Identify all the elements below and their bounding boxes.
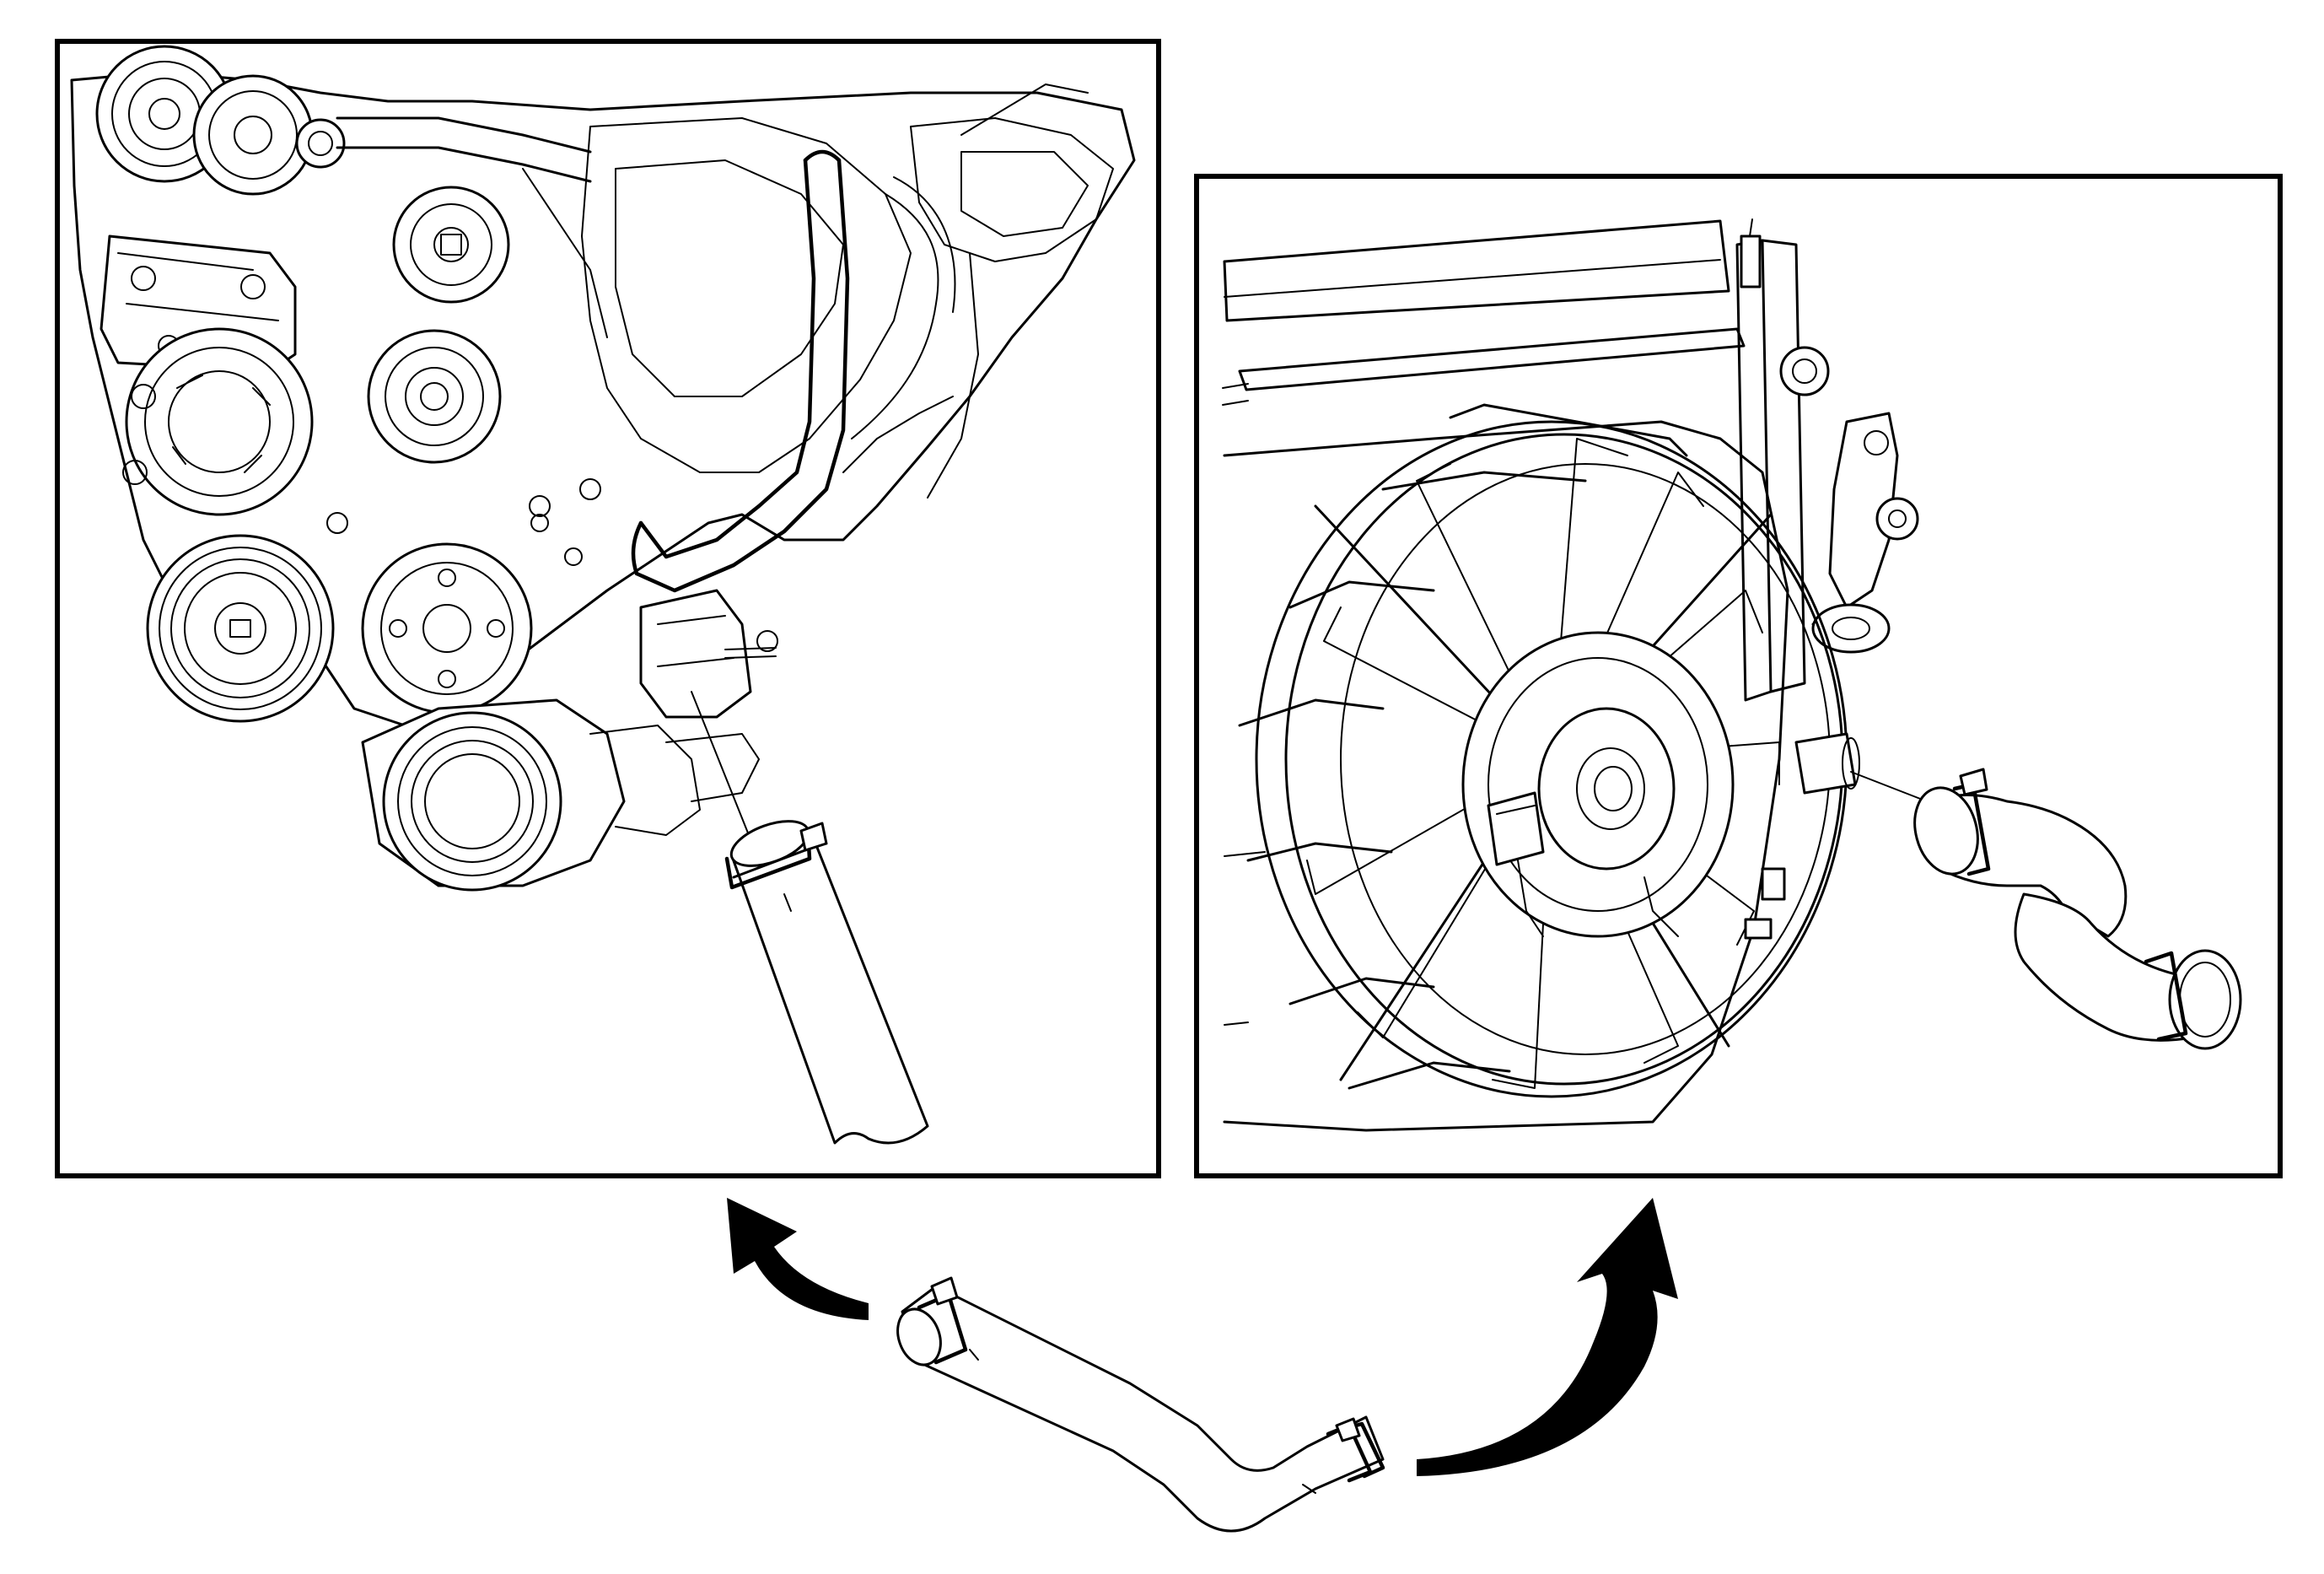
engine-drawing	[70, 45, 1136, 892]
radiator-hose-leader-line	[1850, 771, 1928, 802]
radiator-end-hose	[1913, 768, 2242, 1050]
radiator-detail-panel	[1194, 174, 2283, 1178]
arrow-to-engine-end	[727, 1198, 869, 1320]
engine-end-hose	[724, 820, 929, 1145]
radiator-drawing	[1222, 218, 1919, 1132]
engine-hose-leader-line	[691, 691, 751, 840]
engine-detail-panel	[55, 39, 1161, 1178]
radiator-hose-full	[896, 1276, 1385, 1533]
arrow-to-radiator-end	[1417, 1198, 1678, 1476]
